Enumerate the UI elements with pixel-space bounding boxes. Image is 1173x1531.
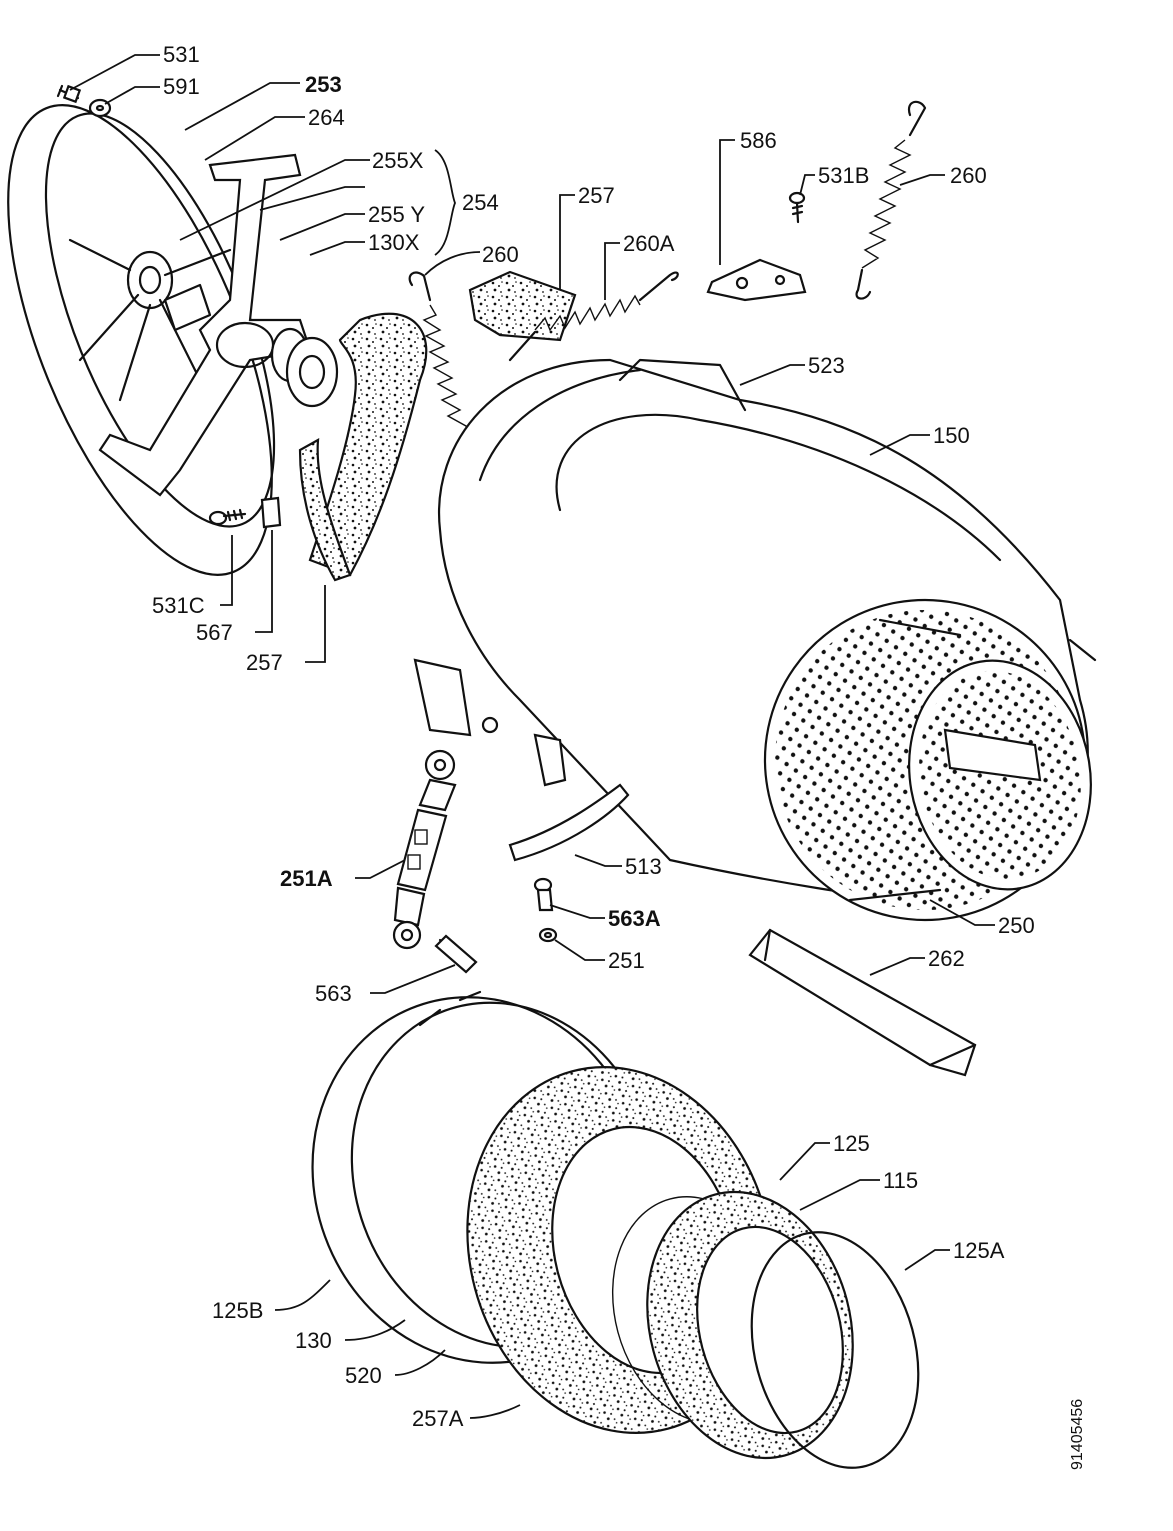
washer-251: [538, 927, 558, 943]
shock-absorber-251a: [392, 749, 457, 950]
label-567: 567: [196, 620, 233, 645]
label-255x: 255X: [372, 148, 424, 173]
counterweight-257-top: [468, 270, 577, 342]
label-251: 251: [608, 948, 645, 973]
label-264: 264: [308, 105, 345, 130]
label-513: 513: [625, 854, 662, 879]
label-563: 563: [315, 981, 352, 1006]
spring-260a: [508, 271, 679, 362]
spring-260-right: [855, 100, 927, 300]
screw-531: [56, 84, 82, 104]
label-125: 125: [833, 1131, 870, 1156]
label-591: 591: [163, 74, 200, 99]
paddle-262: [748, 928, 977, 1077]
seal-115: [646, 1190, 854, 1460]
screw-531b: [788, 191, 806, 224]
label-250: 250: [998, 913, 1035, 938]
label-586: 586: [740, 128, 777, 153]
label-251a: 251A: [280, 866, 333, 891]
clamp-125a: [750, 1231, 920, 1469]
label-531b: 531B: [818, 163, 869, 188]
shaft-bearings-254: [163, 283, 339, 408]
label-531c: 531C: [152, 593, 205, 618]
bracket-586: [706, 258, 807, 302]
foot-563a: [533, 877, 554, 912]
label-130: 130: [295, 1328, 332, 1353]
label-257-top: 257: [578, 183, 615, 208]
label-531: 531: [163, 42, 200, 67]
label-130x: 130X: [368, 230, 420, 255]
label-253: 253: [305, 72, 342, 97]
label-254: 254: [462, 190, 499, 215]
plate-567: [260, 496, 282, 529]
label-257-left: 257: [246, 650, 283, 675]
label-115: 115: [883, 1168, 918, 1193]
counterweight-257-arc: [298, 312, 428, 582]
leader-lines: [69, 54, 995, 1419]
label-262: 262: [928, 946, 965, 971]
label-523: 523: [808, 353, 845, 378]
drum-250: [763, 598, 1097, 922]
pulley-253: [7, 104, 276, 576]
label-563a: 563A: [608, 906, 661, 931]
label-125a: 125A: [953, 1238, 1005, 1263]
document-number: 91405456: [1069, 1399, 1086, 1470]
label-260-right: 260: [950, 163, 987, 188]
label-257a: 257A: [412, 1406, 464, 1431]
label-255y: 255 Y: [368, 202, 425, 227]
label-260-left: 260: [482, 242, 519, 267]
screw-531c: [208, 508, 247, 526]
bolt-563: [434, 934, 478, 974]
label-520: 520: [345, 1363, 382, 1388]
label-150: 150: [933, 423, 970, 448]
part-labels: 531 591 253 264 255X 255 Y 254 130X 260 …: [152, 42, 1086, 1470]
cradle-513: [508, 783, 630, 862]
label-260a: 260A: [623, 231, 675, 256]
label-125b: 125B: [212, 1298, 263, 1323]
